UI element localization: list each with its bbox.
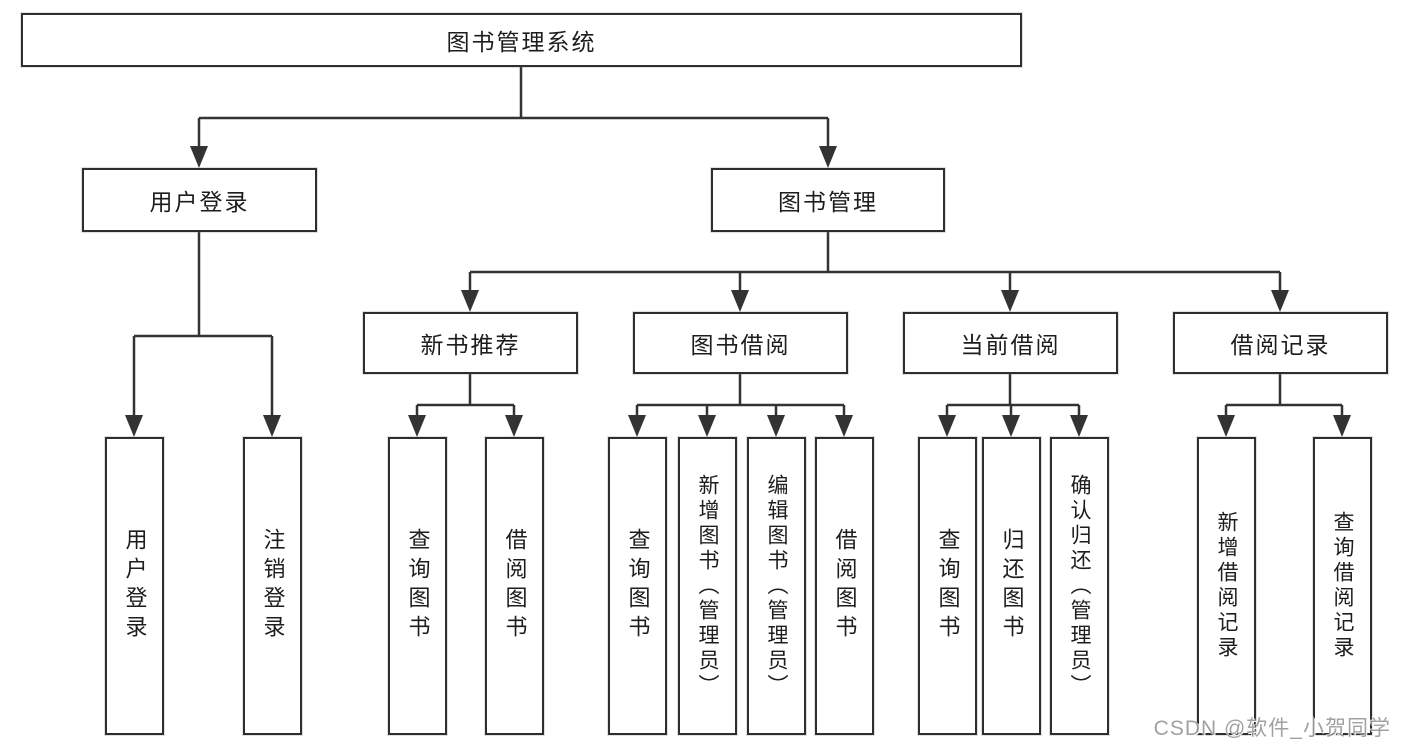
node-book-management: 图书管理 [711, 168, 945, 232]
arrow-down-icon [698, 415, 716, 437]
leaf-logout: 注销登录 [243, 437, 302, 735]
node-current-borrowing: 当前借阅 [903, 312, 1118, 374]
arrow-down-icon [1070, 415, 1088, 437]
leaf-query-books-borrowing: 查询图书 [608, 437, 667, 735]
leaf-query-books-current: 查询图书 [918, 437, 977, 735]
node-label: 新增图书（管理员） [696, 473, 719, 699]
arrow-down-icon [190, 146, 208, 168]
node-label: 查询图书 [935, 528, 961, 644]
node-label: 借阅记录 [1230, 332, 1331, 358]
node-label: 图书管理 [778, 189, 878, 215]
connector-paths [132, 67, 1344, 416]
node-label: 查询图书 [405, 528, 431, 644]
arrow-down-icon [263, 415, 281, 437]
arrow-down-icon [505, 415, 523, 437]
arrow-down-icon [1333, 415, 1351, 437]
arrow-down-icon [835, 415, 853, 437]
node-book-borrowing: 图书借阅 [633, 312, 848, 374]
node-label: 借阅图书 [502, 528, 528, 644]
node-label: 编辑图书（管理员） [765, 473, 788, 699]
node-label: 新书推荐 [420, 332, 521, 358]
arrow-down-icon [628, 415, 646, 437]
watermark: CSDN @软件_小贺同学 [1153, 717, 1391, 740]
arrow-down-icon [1002, 415, 1020, 437]
node-label: 用户登录 [122, 528, 148, 644]
node-label: 借阅图书 [832, 528, 858, 644]
leaf-query-books-recommend: 查询图书 [388, 437, 447, 735]
node-label: 图书借阅 [690, 332, 791, 358]
leaf-user-login: 用户登录 [105, 437, 164, 735]
arrow-down-icon [1217, 415, 1235, 437]
node-borrowing-records: 借阅记录 [1173, 312, 1388, 374]
node-label: 图书管理系统 [446, 29, 597, 55]
arrow-down-icon [125, 415, 143, 437]
node-label: 注销登录 [260, 528, 286, 644]
node-label: 查询借阅记录 [1331, 511, 1354, 661]
node-label: 归还图书 [999, 528, 1025, 644]
leaf-add-book-admin: 新增图书（管理员） [678, 437, 737, 735]
leaf-borrow-books-borrowing: 借阅图书 [815, 437, 874, 735]
leaf-add-borrowing-record: 新增借阅记录 [1197, 437, 1256, 735]
leaf-query-borrowing-record: 查询借阅记录 [1313, 437, 1372, 735]
node-label: 新增借阅记录 [1215, 511, 1238, 661]
node-label: 用户登录 [149, 189, 250, 215]
node-label: 确认归还（管理员） [1068, 473, 1091, 699]
node-library-management-system: 图书管理系统 [21, 13, 1022, 67]
leaf-borrow-books-recommend: 借阅图书 [485, 437, 544, 735]
node-label: 当前借阅 [960, 332, 1061, 358]
arrow-down-icon [461, 290, 479, 312]
node-user-login: 用户登录 [82, 168, 317, 232]
node-label: 查询图书 [625, 528, 651, 644]
arrow-down-icon [938, 415, 956, 437]
arrow-down-icon [408, 415, 426, 437]
leaf-edit-book-admin: 编辑图书（管理员） [747, 437, 806, 735]
arrow-down-icon [731, 290, 749, 312]
arrow-down-icon [819, 146, 837, 168]
arrowhead-icons [125, 146, 1351, 437]
arrow-down-icon [767, 415, 785, 437]
arrow-down-icon [1001, 290, 1019, 312]
arrow-down-icon [1271, 290, 1289, 312]
leaf-return-book: 归还图书 [982, 437, 1041, 735]
node-new-book-recommendation: 新书推荐 [363, 312, 578, 374]
leaf-confirm-return-admin: 确认归还（管理员） [1050, 437, 1109, 735]
